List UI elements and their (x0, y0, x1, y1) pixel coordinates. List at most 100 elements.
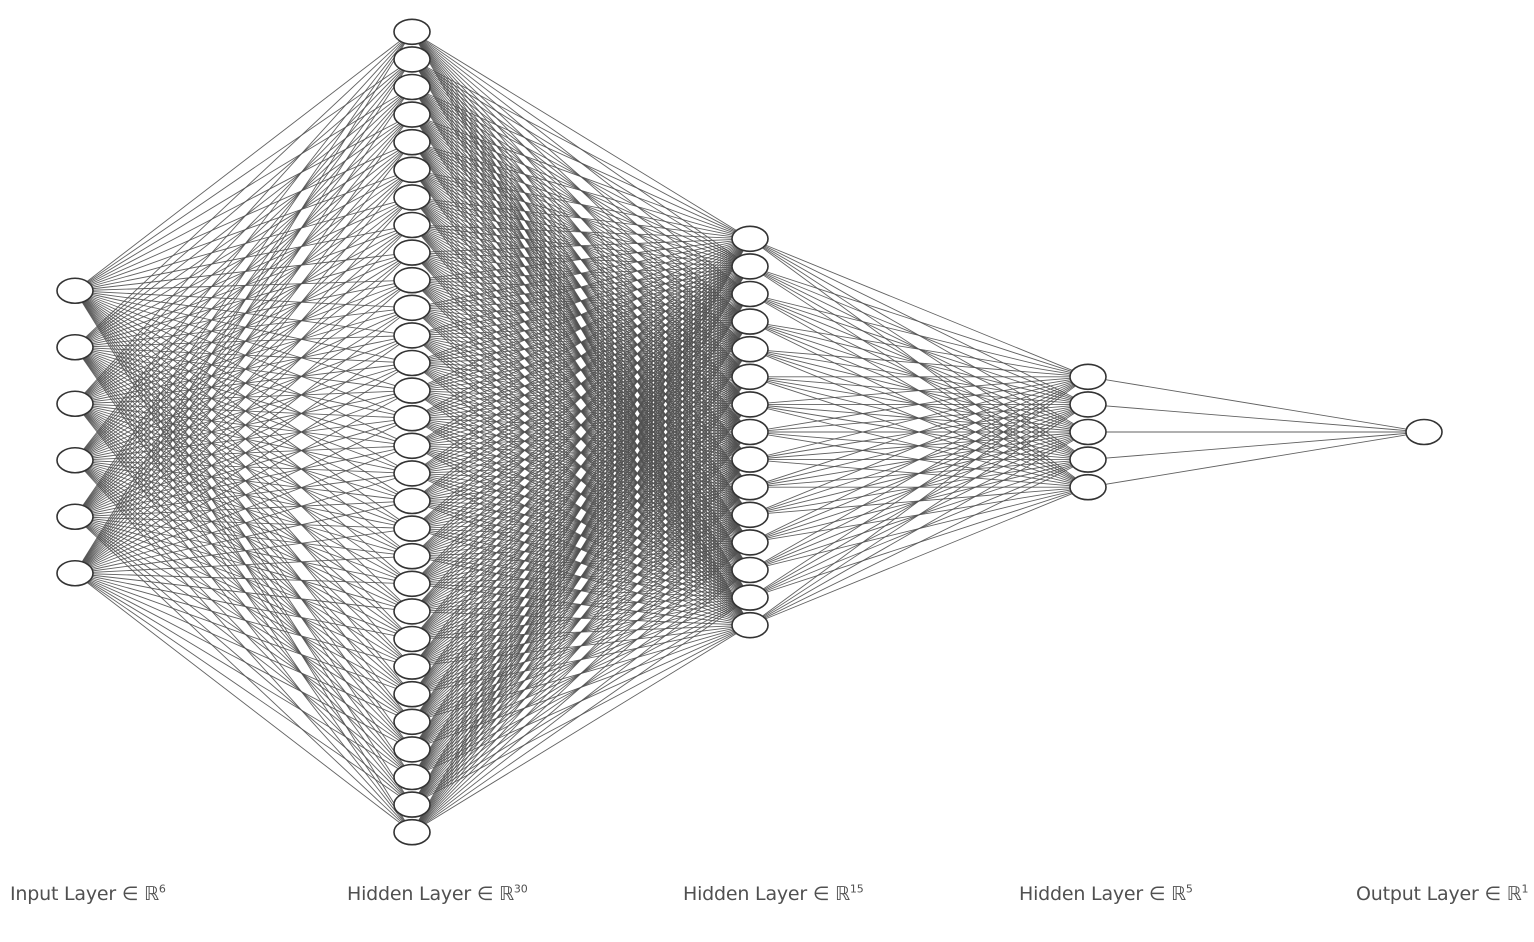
edge-l0-n0-to-n14 (74, 290, 413, 419)
edge-l0-n0-to-n19 (74, 290, 413, 557)
edge-l0-n4-to-n12 (74, 362, 413, 518)
edge-l1-n12-to-n0 (411, 238, 751, 364)
neuron-l2-n9 (731, 473, 769, 501)
edge-l0-n2-to-n1 (74, 59, 413, 405)
edge-l0-n0-to-n13 (74, 290, 413, 392)
edge-l1-n18-to-n0 (411, 238, 751, 529)
edge-l0-n0-to-n26 (74, 290, 413, 750)
edge-l0-n1-to-n26 (74, 346, 413, 750)
neuron-l2-n12 (731, 556, 769, 584)
edge-l0-n0-to-n12 (74, 290, 413, 364)
edge-l0-n1-to-n0 (74, 31, 413, 348)
edge-l0-n2-to-n22 (74, 403, 413, 640)
edge-l0-n2-to-n0 (74, 31, 413, 405)
edge-l0-n1-to-n25 (74, 346, 413, 723)
edge-l0-n1-to-n3 (74, 114, 413, 348)
edge-l0-n2-to-n28 (74, 403, 413, 805)
edge-l0-n0-to-n22 (74, 290, 413, 640)
edge-l0-n3-to-n23 (74, 459, 413, 667)
edge-l0-n4-to-n15 (74, 445, 413, 518)
neuron-l2-n3 (731, 308, 769, 335)
edge-l0-n1-to-n27 (74, 346, 413, 778)
edge-l1-n14-to-n0 (411, 238, 751, 419)
edge-l0-n5-to-n25 (74, 572, 413, 723)
edge-l0-n3-to-n15 (74, 445, 413, 461)
edge-l2-n10-to-n0 (749, 376, 1089, 516)
neuron-l2-n10 (731, 501, 769, 529)
edge-l2-n6-to-n0 (749, 376, 1089, 405)
edge-l1-n2-to-n0 (411, 86, 751, 240)
edge-l2-n14-to-n1 (749, 404, 1089, 626)
neuron-l1-n10 (393, 294, 431, 322)
neuron-l1-n25 (393, 708, 431, 736)
edge-l0-n5-to-n9 (74, 279, 413, 574)
edge-l0-n0-to-n0 (74, 31, 413, 292)
edge-l1-n6-to-n0 (411, 196, 751, 240)
edge-l1-n4-to-n0 (411, 141, 751, 240)
neuron-l1-n29 (393, 818, 431, 846)
neuron-l1-n18 (393, 515, 431, 542)
edge-l0-n3-to-n11 (74, 334, 413, 461)
edge-l0-n3-to-n9 (74, 279, 413, 461)
edge-l0-n5-to-n8 (74, 252, 413, 574)
edge-l0-n5-to-n2 (74, 86, 413, 574)
edge-l0-n0-to-n17 (74, 290, 413, 502)
neuron-l0-n2 (56, 390, 94, 418)
edge-l0-n0-to-n24 (74, 290, 413, 695)
edge-l0-n1-to-n20 (74, 346, 413, 585)
edge-l0-n4-to-n14 (74, 417, 413, 518)
neuron-l4-n0 (1405, 418, 1443, 446)
edge-l0-n1-to-n24 (74, 346, 413, 695)
edge-l0-n3-to-n29 (74, 459, 413, 833)
edge-l0-n0-to-n4 (74, 141, 413, 292)
edge-l0-n3-to-n16 (74, 459, 413, 474)
edge-l0-n4-to-n11 (74, 335, 413, 518)
edge-l0-n3-to-n7 (74, 224, 413, 461)
edge-l1-n29-to-n5 (411, 376, 751, 833)
neuron-l1-n14 (393, 404, 431, 432)
neuron-nodes (56, 18, 1443, 846)
edge-l1-n29-to-n13 (411, 597, 751, 833)
neuron-l1-n28 (393, 791, 431, 818)
edge-l0-n4-to-n26 (74, 516, 413, 750)
edge-l2-n11-to-n0 (749, 376, 1089, 543)
edge-l0-n1-to-n6 (74, 196, 413, 348)
edge-l0-n0-to-n2 (74, 86, 413, 292)
neuron-l1-n9 (393, 266, 431, 294)
edge-l0-n4-to-n20 (74, 516, 413, 585)
layer-label-output: Output Layer ∈ ℝ1 (1356, 882, 1529, 905)
edge-l0-n1-to-n8 (74, 252, 413, 348)
edge-l0-n2-to-n9 (74, 279, 413, 405)
edge-l1-n29-to-n1 (411, 266, 751, 833)
edge-l0-n5-to-n3 (74, 114, 413, 574)
edge-l0-n5-to-n24 (74, 572, 413, 695)
edge-l0-n2-to-n16 (74, 403, 413, 474)
neuron-l1-n26 (393, 736, 431, 763)
edge-l0-n1-to-n4 (74, 141, 413, 348)
edge-l1-n7-to-n0 (411, 224, 751, 240)
neuron-l0-n4 (56, 503, 94, 531)
edge-l0-n5-to-n19 (74, 555, 413, 574)
edge-l0-n5-to-n22 (74, 572, 413, 640)
edge-l1-n21-to-n0 (411, 238, 751, 612)
edge-l1-n3-to-n0 (411, 114, 751, 240)
edge-l0-n3-to-n14 (74, 417, 413, 461)
neuron-l1-n16 (393, 460, 431, 487)
edge-l0-n5-to-n13 (74, 390, 413, 574)
edge-l0-n5-to-n0 (74, 31, 413, 574)
edge-l0-n5-to-n28 (74, 572, 413, 805)
edge-l0-n0-to-n21 (74, 290, 413, 612)
edge-l0-n1-to-n17 (74, 346, 413, 502)
neuron-l1-n6 (393, 184, 431, 211)
edge-l0-n3-to-n1 (74, 59, 413, 461)
edge-l1-n29-to-n2 (411, 293, 751, 833)
edge-l0-n5-to-n10 (74, 307, 413, 574)
edge-l2-n8-to-n0 (749, 376, 1089, 461)
edge-l0-n3-to-n19 (74, 459, 413, 557)
edge-l0-n5-to-n29 (74, 572, 413, 833)
edge-l1-n0-to-n0 (411, 31, 751, 240)
edge-l0-n0-to-n6 (74, 196, 413, 292)
neuron-l1-n8 (393, 239, 431, 266)
edge-l1-n29-to-n6 (411, 404, 751, 833)
edge-l1-n27-to-n0 (411, 238, 751, 778)
